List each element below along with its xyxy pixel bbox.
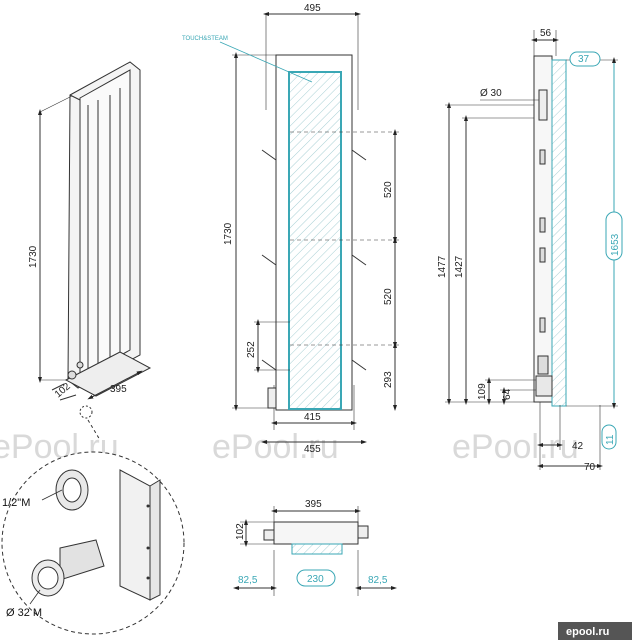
logo-text: epool.ru <box>566 626 609 638</box>
dim-top-102: 102 <box>235 523 246 540</box>
dim-side-64: 64 <box>502 388 513 400</box>
dim-front-293: 293 <box>383 371 394 388</box>
logo-badge <box>558 622 632 640</box>
front-view <box>232 12 400 444</box>
dim-side-37-box <box>569 51 601 67</box>
dim-side-42: 42 <box>572 441 584 452</box>
dim-side-70: 70 <box>584 462 596 473</box>
dim-front-520b: 520 <box>383 288 394 305</box>
dim-top-825b: 82,5 <box>368 575 388 586</box>
dim-side-109: 109 <box>477 383 488 400</box>
label-touch-steam: TOUCH&STEAM <box>182 36 228 42</box>
dim-iso-width: 395 <box>110 384 127 395</box>
dim-front-415: 415 <box>304 412 321 423</box>
dim-front-520a: 520 <box>383 181 394 198</box>
isometric-view <box>38 61 152 419</box>
watermark-row: ePool.ru ePool.ru ePool.ru <box>0 428 579 466</box>
side-view <box>445 30 618 470</box>
dim-side-56: 56 <box>540 28 552 39</box>
dim-side-1427: 1427 <box>454 255 465 278</box>
dim-front-252: 252 <box>246 341 257 358</box>
watermark-center: ePool.ru <box>212 428 339 466</box>
dim-side-1653: 1653 <box>610 233 621 256</box>
dim-side-11-box <box>601 424 617 450</box>
dim-front-height: 1730 <box>223 222 234 245</box>
dim-front-top: 495 <box>304 3 321 14</box>
dim-iso-height: 1730 <box>28 245 39 268</box>
dim-top-395: 395 <box>305 499 322 510</box>
dim-front-455: 455 <box>304 444 321 455</box>
touch-steam-leader <box>219 41 313 83</box>
label-pipe: Ø 32 M <box>6 607 42 619</box>
dim-side-11: 11 <box>605 434 616 445</box>
top-view <box>233 506 397 596</box>
dim-side-1653-box <box>605 211 623 261</box>
dim-top-230: 230 <box>307 574 324 585</box>
label-thread: 1/2"M <box>2 497 30 509</box>
dim-top-230-box <box>296 569 336 587</box>
dim-side-37: 37 <box>578 54 590 65</box>
dim-side-d30: Ø 30 <box>480 88 502 99</box>
watermark-right: ePool.ru <box>452 428 579 466</box>
dim-top-825a: 82,5 <box>238 575 258 586</box>
dim-side-1477: 1477 <box>437 255 448 278</box>
detail-circle <box>1 419 185 635</box>
